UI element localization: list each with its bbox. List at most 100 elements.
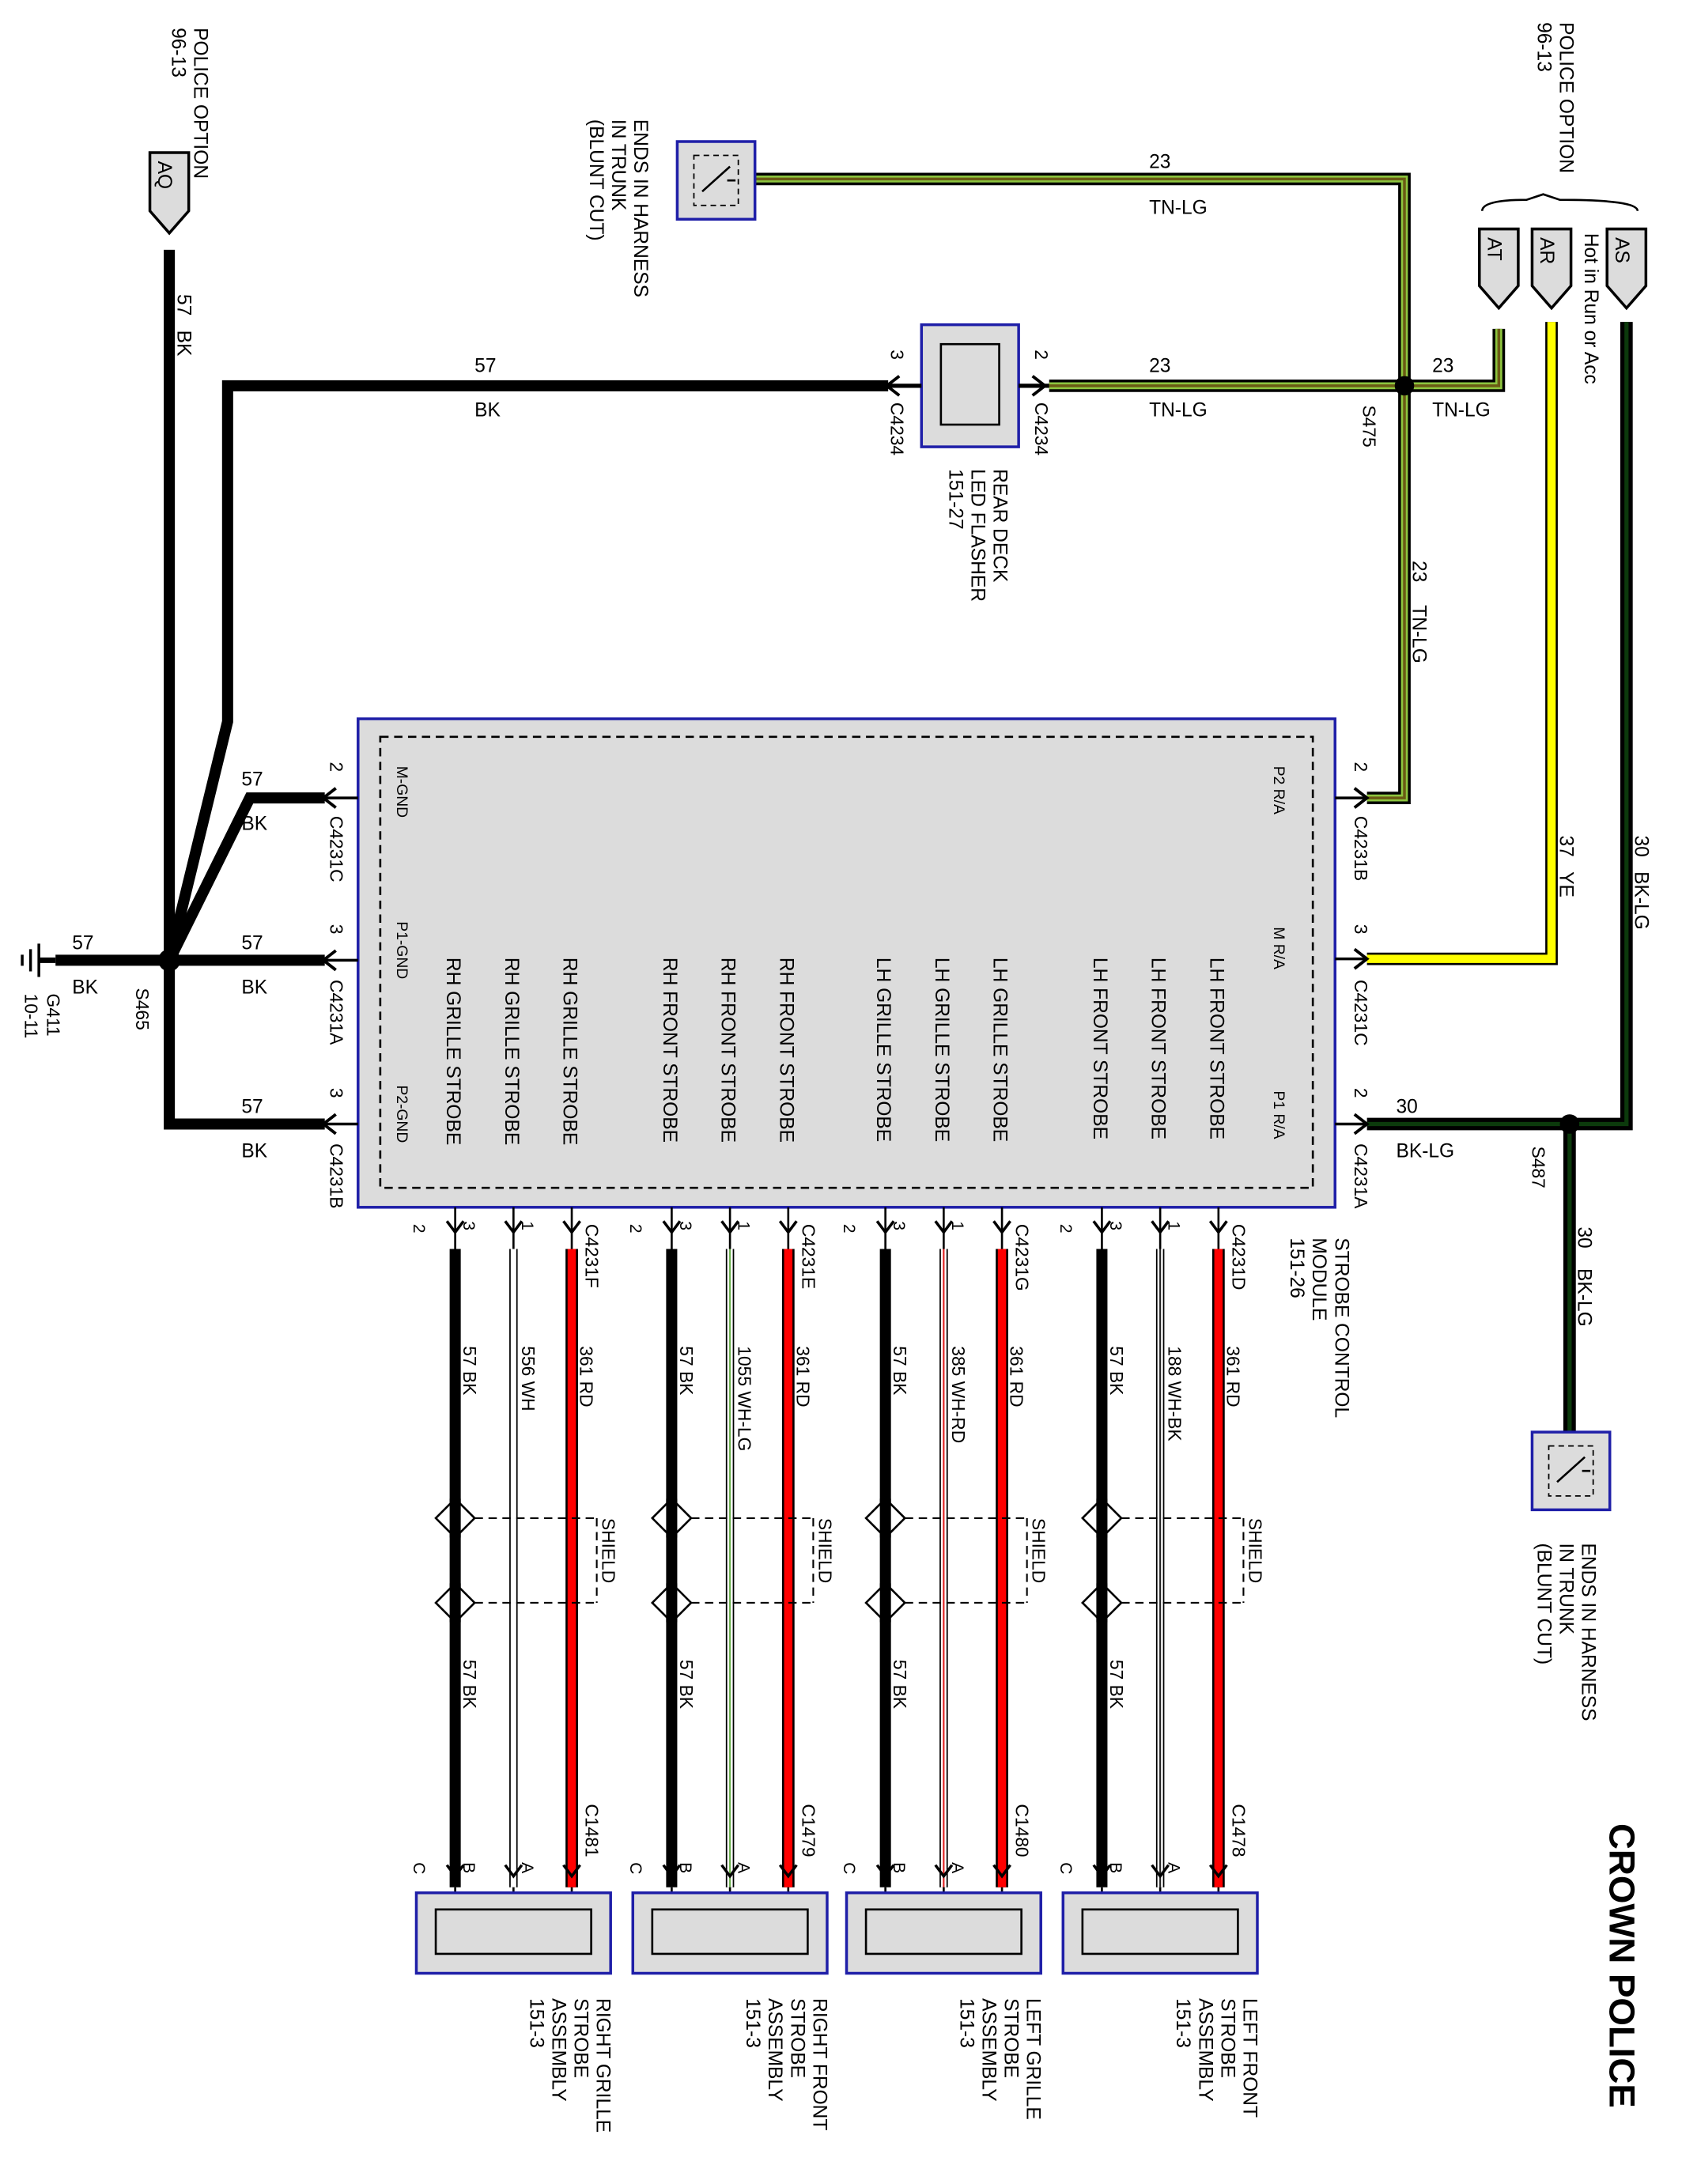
connector-arrow-icon <box>445 1864 465 1879</box>
shield-label: SHIELD <box>815 1518 835 1583</box>
wire-label: 556 WH <box>518 1346 539 1411</box>
police-option-ref-right: 96-13 <box>1533 22 1554 72</box>
wire-label-circuit: 23 <box>1408 561 1430 582</box>
ends-top-line3: (BLUNT CUT) <box>585 119 607 241</box>
ends-bottom-line1: ENDS IN HARNESS <box>1578 1543 1599 1721</box>
strobe-output-label: LH GRILLE STROBE <box>872 958 894 1142</box>
pin-p1-ra: P1 R/A <box>1270 1090 1287 1139</box>
strobe-output-label: RH GRILLE STROBE <box>442 958 463 1145</box>
pin-letter: A <box>735 1862 753 1873</box>
conn-right-bot: C4231A <box>1351 1143 1371 1209</box>
destination-connector-label: C1480 <box>1012 1804 1033 1857</box>
assembly-name: STROBE <box>1000 1998 1022 2078</box>
ground-icon <box>21 943 40 977</box>
connector-arrow-icon <box>662 1220 682 1235</box>
ends-in-harness-bottom: ENDS IN HARNESS IN TRUNK (BLUNT CUT) <box>1530 1430 1612 1721</box>
pin-letter: B <box>676 1862 694 1873</box>
wire-label-circuit: 30 <box>1630 835 1651 856</box>
connector-arrow-icon <box>1151 1220 1170 1235</box>
assembly-name: STROBE <box>570 1998 592 2078</box>
conn-left-top: C4231C <box>327 816 347 882</box>
shield-label: SHIELD <box>599 1518 619 1583</box>
strobe-output-label: LH GRILLE STROBE <box>989 958 1011 1142</box>
pin-letter: A <box>948 1862 966 1873</box>
pin-number: 2 <box>327 761 347 772</box>
ends-top-line1: ENDS IN HARNESS <box>629 119 651 297</box>
wire-label: 57 BK <box>890 1660 910 1709</box>
police-option-label: POLICE OPTION <box>190 28 211 179</box>
wire-label-circuit: 23 <box>1149 151 1170 172</box>
wire-label-circuit: 30 <box>1396 1096 1417 1117</box>
wire-label-circuit: 57 <box>241 932 263 954</box>
splice-s475-label: S475 <box>1359 405 1379 447</box>
connector-arrow-icon <box>445 1220 465 1235</box>
flasher-pin-right: 2 <box>1031 350 1052 360</box>
splice-s465 <box>158 949 181 972</box>
wire-label-color: BK <box>241 977 267 999</box>
ground-name: G411 <box>43 994 64 1037</box>
ends-bottom-line2: IN TRUNK <box>1555 1543 1577 1634</box>
splice-s487 <box>1559 1114 1580 1134</box>
wire-bklg <box>1366 322 1633 1433</box>
wire-label-color: TN-LG <box>1149 399 1208 421</box>
pin-number: 3 <box>459 1221 478 1230</box>
pin-aq-tab <box>148 151 191 236</box>
wire-label-color: BK <box>241 1141 267 1162</box>
pin-m-ra: M R/A <box>1270 927 1287 969</box>
splices: S475 S465 S487 G411 10-11 <box>21 376 1580 1188</box>
wire-label: 57 BK <box>459 1660 480 1709</box>
connector-arrow-icon <box>1092 1864 1112 1879</box>
destination-connector-label: C1478 <box>1228 1804 1249 1857</box>
flasher-conn-right: C4234 <box>1031 402 1052 455</box>
pin-number: 2 <box>410 1224 428 1234</box>
wire-label: 57 BK <box>890 1346 910 1395</box>
wire-tnlg-top <box>754 172 1411 386</box>
wire-label-circuit: 57 <box>173 294 195 316</box>
wire-tnlg-module <box>1366 385 1411 804</box>
diagram-title: CROWN POLICE <box>1602 1823 1642 2108</box>
pin-as-tab <box>1605 227 1648 311</box>
conn-right-top: C4231B <box>1351 816 1371 881</box>
shield-label: SHIELD <box>1245 1518 1265 1583</box>
pin-ar-tab <box>1530 227 1573 311</box>
module-connector-label: C4231E <box>798 1224 818 1289</box>
pin-letter: B <box>459 1862 478 1873</box>
strobe-control-module: STROBE CONTROL MODULE 151-26 2 3 3 C4231… <box>321 717 1371 1418</box>
connector-arrow-icon <box>992 1864 1012 1879</box>
wire-label: 57 BK <box>676 1346 697 1395</box>
wire-label-circuit: 37 <box>1555 835 1577 856</box>
assembly-name: STROBE <box>786 1998 807 2078</box>
assembly-name: ASSEMBLY <box>547 1998 569 2102</box>
pin-m-gnd: M-GND <box>393 766 410 818</box>
ends-top-line2: IN TRUNK <box>607 119 629 211</box>
module-connector-label: C4231G <box>1012 1224 1033 1291</box>
switch-icon <box>701 165 736 193</box>
wire-label: 361 RD <box>576 1346 597 1407</box>
destination-connector-label: C1479 <box>798 1804 818 1857</box>
wire-tnlg-flasher <box>1049 328 1506 392</box>
wire-label-circuit: 23 <box>1432 355 1453 376</box>
assembly-ref: 151-3 <box>955 1998 977 2048</box>
police-option-label-right: POLICE OPTION <box>1555 22 1577 173</box>
pin-letter: C <box>410 1862 428 1874</box>
wire-label-circuit: 23 <box>1149 355 1170 376</box>
conn-right-mid: C4231C <box>1351 980 1371 1046</box>
flasher-name2: LED FLASHER <box>966 469 988 602</box>
assembly-name: RIGHT FRONT <box>808 1998 830 2130</box>
wire-label-color: TN-LG <box>1432 399 1491 421</box>
wire-label: 361 RD <box>792 1346 813 1407</box>
wire-ye <box>1366 322 1558 965</box>
wire-bk-left <box>39 249 889 1130</box>
splice-s475 <box>1394 376 1415 396</box>
pin-number: 1 <box>1165 1221 1183 1230</box>
assembly-name: LEFT FRONT <box>1238 1998 1260 2118</box>
assembly-name: ASSEMBLY <box>1194 1998 1215 2102</box>
flasher-conn-left: C4234 <box>887 402 908 455</box>
wire-label: 361 RD <box>1223 1346 1243 1407</box>
pin-as-label: AS <box>1611 237 1632 263</box>
pin-number: 3 <box>1106 1221 1124 1230</box>
connector-arrow-icon <box>1208 1220 1228 1235</box>
destination-connector-label: C1481 <box>582 1804 603 1857</box>
strobe-output-label: RH GRILLE STROBE <box>559 958 580 1145</box>
wire-label: 57 BK <box>1106 1660 1127 1709</box>
